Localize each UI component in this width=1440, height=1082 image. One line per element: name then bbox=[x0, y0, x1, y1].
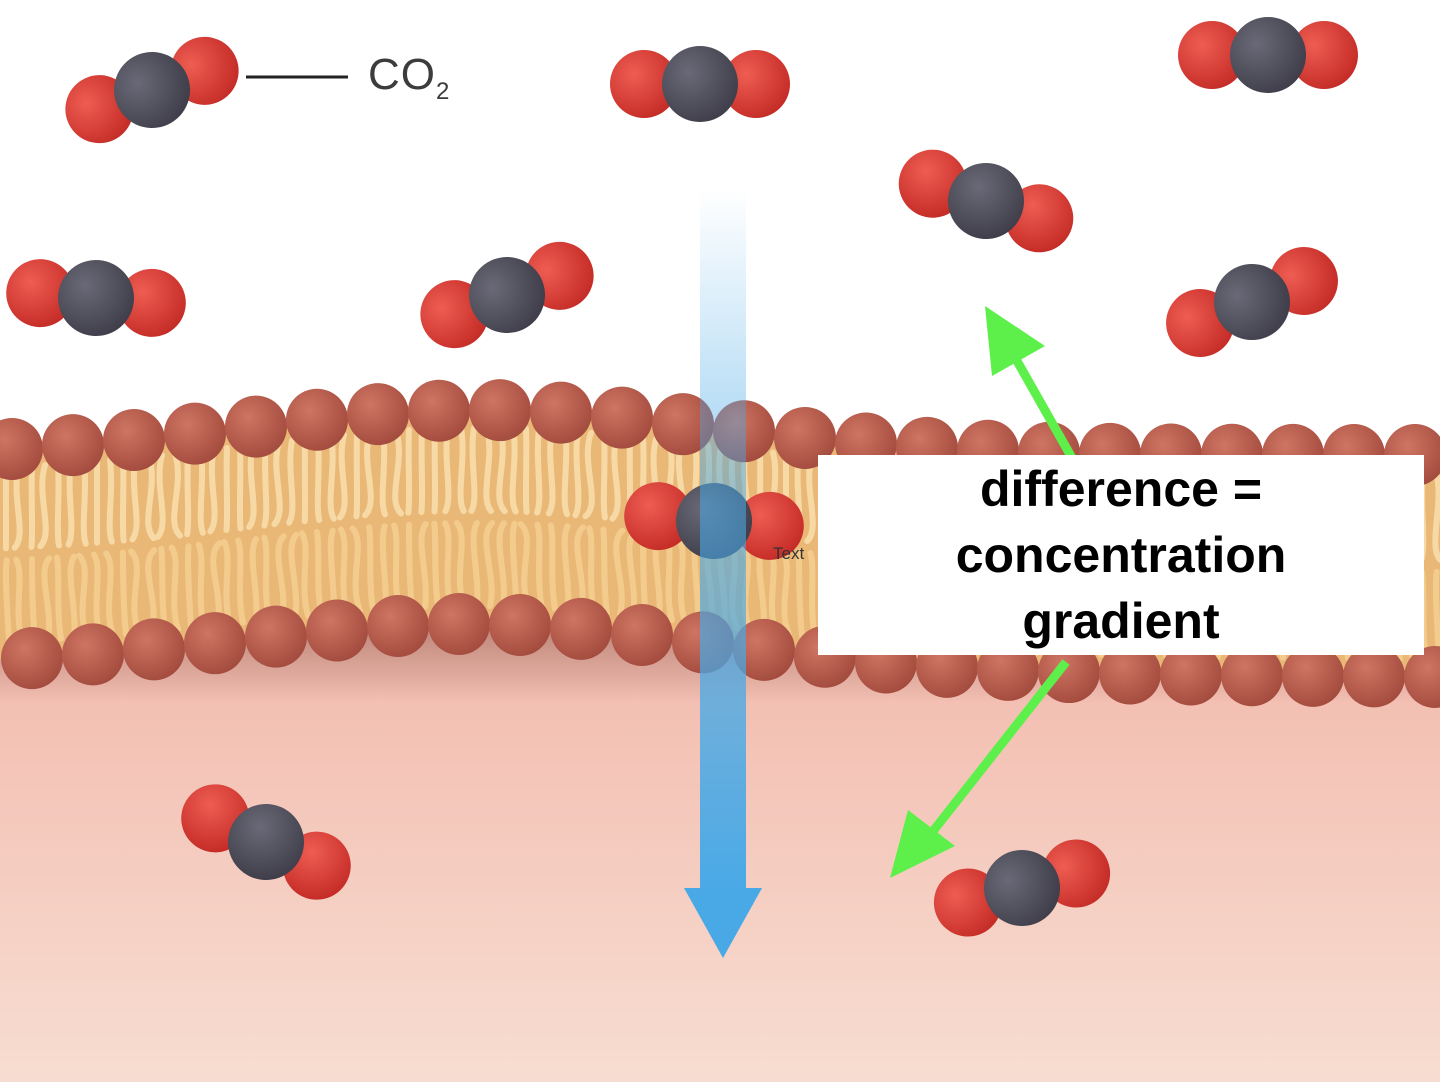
phospholipid-head bbox=[1404, 645, 1440, 708]
co2-molecule bbox=[1178, 17, 1358, 93]
carbon-atom bbox=[984, 850, 1060, 926]
concentration-gradient-label: difference = concentration gradient bbox=[818, 455, 1424, 655]
carbon-atom bbox=[469, 257, 545, 333]
pointer-arrowhead-up bbox=[985, 306, 1045, 376]
oxygen-atom bbox=[117, 268, 186, 337]
carbon-atom bbox=[1214, 264, 1290, 340]
phospholipid-head bbox=[286, 388, 348, 451]
phospholipid-head bbox=[550, 597, 612, 660]
pointer-arrowhead-down bbox=[890, 810, 955, 878]
oxygen-atom bbox=[610, 50, 678, 118]
phospholipid-head bbox=[611, 603, 673, 666]
co2-formula: CO bbox=[368, 50, 436, 99]
diffusion-arrow bbox=[684, 190, 762, 958]
phospholipid-head bbox=[225, 395, 287, 458]
phospholipid-head bbox=[367, 595, 429, 658]
phospholipid-head bbox=[103, 409, 165, 472]
phospholipid-head bbox=[733, 618, 795, 681]
carbon-atom bbox=[58, 260, 134, 336]
carbon-atom bbox=[948, 163, 1024, 239]
phospholipid-heads-inner bbox=[1, 593, 1440, 708]
phospholipid-head bbox=[245, 605, 307, 668]
oxygen-atom bbox=[6, 259, 75, 328]
oxygen-atom bbox=[722, 50, 790, 118]
co2-molecule bbox=[1166, 247, 1338, 357]
phospholipid-head bbox=[164, 402, 226, 465]
co2-molecule bbox=[420, 241, 594, 349]
phospholipid-head bbox=[1343, 645, 1405, 708]
phospholipid-head bbox=[1221, 644, 1283, 707]
carbon-atom bbox=[228, 804, 304, 880]
phospholipid-head bbox=[1038, 641, 1100, 704]
oxygen-atom bbox=[1178, 21, 1246, 89]
carbon-atom bbox=[114, 52, 190, 128]
phospholipid-head bbox=[0, 417, 43, 480]
phospholipid-head bbox=[652, 393, 714, 456]
phospholipid-head bbox=[408, 379, 470, 442]
phospholipid-head bbox=[306, 599, 368, 662]
carbon-atom bbox=[1230, 17, 1306, 93]
phospholipid-head bbox=[1282, 644, 1344, 707]
pointer-arrow-down bbox=[926, 659, 1070, 838]
phospholipid-head bbox=[1160, 643, 1222, 706]
phospholipid-head bbox=[489, 593, 551, 656]
phospholipid-head bbox=[1099, 642, 1161, 705]
phospholipid-head bbox=[774, 406, 836, 469]
phospholipid-head bbox=[591, 386, 653, 449]
label-line-1: difference = bbox=[979, 461, 1263, 517]
co2-molecule bbox=[898, 149, 1074, 253]
oxygen-atom bbox=[1290, 21, 1358, 89]
co2-subscript: 2 bbox=[436, 78, 451, 105]
oxygen-atom bbox=[735, 491, 804, 560]
phospholipid-head bbox=[123, 618, 185, 681]
phospholipid-head bbox=[428, 593, 490, 656]
phospholipid-head bbox=[1, 627, 63, 690]
co2-molecule bbox=[933, 839, 1111, 937]
phospholipid-head bbox=[42, 414, 104, 477]
pointer-arrow-up bbox=[1004, 342, 1076, 461]
co2-molecule bbox=[65, 36, 239, 144]
phospholipid-head bbox=[347, 383, 409, 446]
phospholipid-head bbox=[184, 612, 246, 675]
oxygen-atom bbox=[624, 482, 693, 551]
phospholipid-head bbox=[530, 381, 592, 444]
carbon-atom bbox=[662, 46, 738, 122]
co2-legend-label: CO2 bbox=[368, 50, 450, 106]
phospholipid-head bbox=[469, 379, 531, 442]
co2-molecule bbox=[6, 259, 186, 337]
co2-molecule bbox=[181, 784, 351, 900]
label-line-2: concentration bbox=[955, 527, 1287, 583]
phospholipid-head bbox=[62, 623, 124, 686]
gradient-pointer-arrows bbox=[890, 306, 1076, 878]
label-line-3: gradient bbox=[1022, 593, 1220, 649]
co2-molecule bbox=[610, 46, 790, 122]
stray-text-label: Text bbox=[773, 544, 805, 563]
